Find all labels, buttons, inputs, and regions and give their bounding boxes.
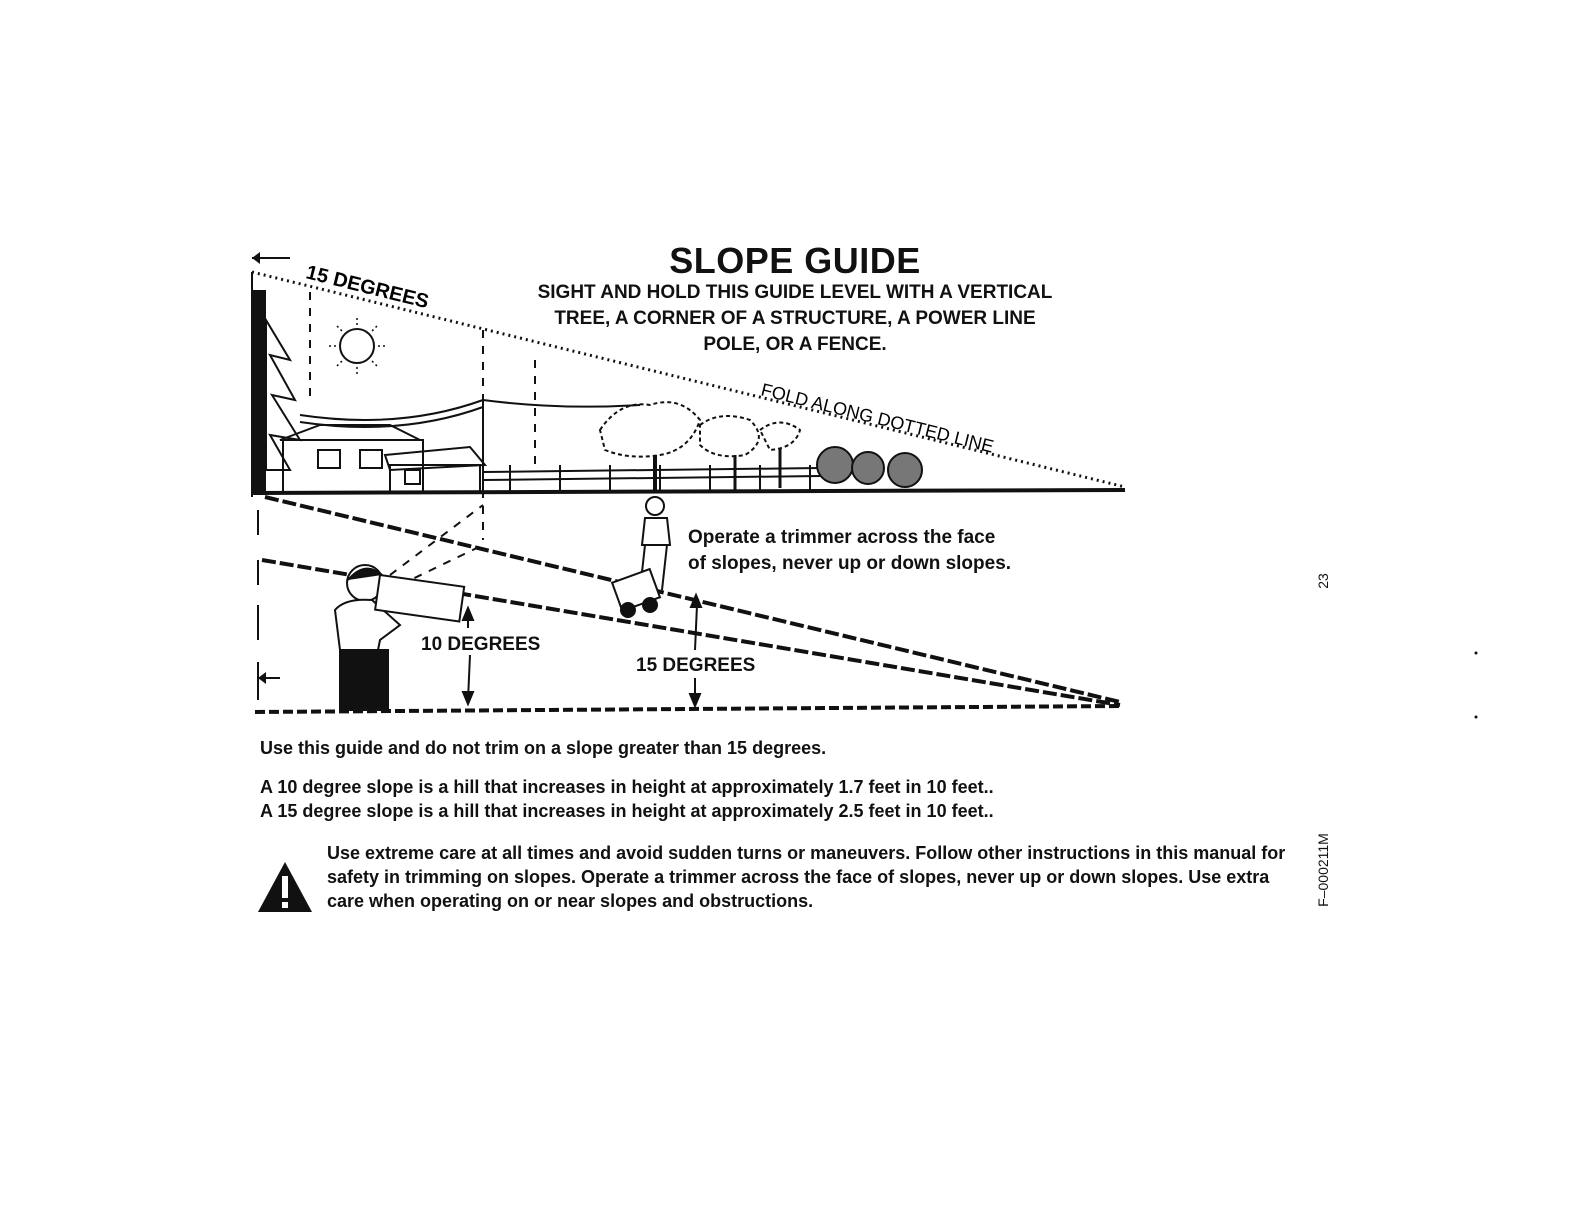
ten-degree-marker (463, 608, 473, 704)
warning-triangle-icon (258, 862, 312, 912)
power-line-pole-icon (300, 395, 640, 492)
tree-icon (252, 290, 300, 495)
trimmer-operator-icon (612, 497, 670, 617)
fence-icon (483, 465, 820, 492)
fold-label: FOLD ALONG DOTTED LINE (759, 379, 996, 456)
top-angle-arrow-icon (252, 252, 290, 264)
slope-limit-text: Use this guide and do not trim on a slop… (260, 738, 826, 759)
form-code: F–000211M (1315, 825, 1331, 915)
ten-degree-text: A 10 degree slope is a hill that increas… (260, 777, 994, 798)
ground-line (252, 490, 1125, 493)
house-icon (280, 425, 485, 492)
guide-instruction: SIGHT AND HOLD THIS GUIDE LEVEL WITH A V… (495, 280, 1095, 358)
margin-dot (1475, 652, 1478, 655)
operate-note: Operate a trimmer across the face of slo… (688, 525, 1011, 577)
page-number: 23 (1315, 566, 1331, 596)
slope-15-label: 15 DEGREES (636, 655, 755, 677)
top-angle-label: 15 DEGREES (304, 262, 431, 314)
slope-10-label: 10 DEGREES (421, 634, 540, 656)
page-title: SLOPE GUIDE (640, 240, 950, 282)
sun-icon (329, 318, 385, 374)
warning-text: Use extreme care at all times and avoid … (327, 841, 1292, 913)
bottom-angle-arrow-icon (258, 672, 280, 684)
margin-dot (1475, 716, 1478, 719)
shrubs-icon (817, 447, 922, 487)
fifteen-degree-marker (690, 595, 701, 706)
fifteen-degree-text: A 15 degree slope is a hill that increas… (260, 801, 994, 822)
